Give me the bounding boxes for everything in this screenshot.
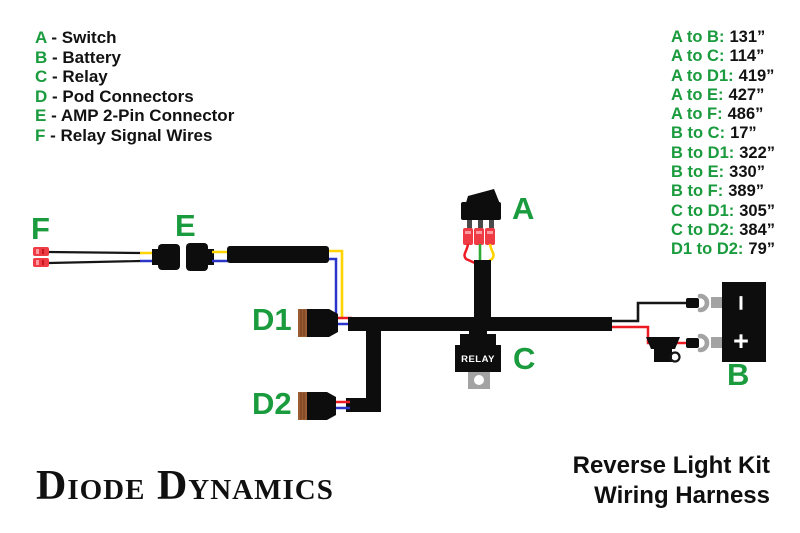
legend-label: Battery xyxy=(62,47,121,67)
legend-label: Pod Connectors xyxy=(62,86,194,106)
kit-title-line1: Reverse Light Kit xyxy=(572,452,770,479)
relay-icon: RELAY xyxy=(455,328,501,389)
pod-connector-d2-icon xyxy=(298,392,350,420)
measurement-value: 17” xyxy=(730,124,757,143)
measurement-value: 419” xyxy=(738,66,775,85)
measurement-value: 427” xyxy=(728,85,765,104)
label-switch: A xyxy=(512,191,535,226)
legend-key: B xyxy=(35,47,48,67)
measurement-label: C to D1: xyxy=(671,201,735,220)
measurement-item: A to F:486” xyxy=(671,105,775,124)
measurement-value: 79” xyxy=(748,240,776,259)
measurement-item: B to F:389” xyxy=(671,182,775,201)
kit-title-line2: Wiring Harness xyxy=(594,482,770,509)
relay-label-text: RELAY xyxy=(461,354,495,365)
battery-icon: − + xyxy=(722,282,766,362)
measurement-label: A to E: xyxy=(671,85,724,104)
measurement-value: 330” xyxy=(729,163,765,182)
legend-separator: - xyxy=(46,28,62,47)
measurement-value: 114” xyxy=(729,47,765,66)
legend-label: Relay Signal Wires xyxy=(60,125,213,145)
legend-item: E - AMP 2-Pin Connector xyxy=(35,106,234,126)
legend-separator: - xyxy=(47,67,63,87)
battery-negative-symbol: − xyxy=(726,295,756,311)
measurement-value: 131” xyxy=(729,28,766,46)
measurement-label: C to D2: xyxy=(671,220,735,239)
label-relay: C xyxy=(513,341,536,376)
measurement-label: A to B: xyxy=(671,28,725,46)
legend-separator: - xyxy=(46,106,61,126)
legend-key: C xyxy=(35,67,48,87)
measurement-label: A to F: xyxy=(671,105,723,124)
switch-cable xyxy=(474,260,491,331)
legend-item: C - Relay xyxy=(35,67,234,87)
measurement-value: 486” xyxy=(727,105,764,124)
legend-label: AMP 2-Pin Connector xyxy=(60,106,235,126)
legend-label: Relay xyxy=(62,67,108,87)
rocker-switch-icon xyxy=(461,189,501,265)
measurement-item: A to B:131” xyxy=(671,28,775,47)
legend: A - Switch B - Battery C - Relay D - Pod… xyxy=(35,28,234,146)
legend-item: B - Battery xyxy=(35,48,234,68)
measurement-label: B to F: xyxy=(671,182,724,201)
legend-separator: - xyxy=(47,86,63,106)
measurement-value: 305” xyxy=(739,201,776,220)
pod-connector-d1-icon xyxy=(298,309,352,337)
signal-cable xyxy=(227,246,329,263)
measurements-list: A to B:131” A to C:114” A to D1:419” A t… xyxy=(671,28,775,260)
measurement-item: A to E:427” xyxy=(671,86,775,105)
label-pod-connector-1: D1 xyxy=(252,302,292,337)
legend-key: E xyxy=(35,106,47,126)
legend-separator: - xyxy=(45,125,61,145)
relay-signal-wires-terminals-icon xyxy=(33,247,142,267)
label-amp-connector: E xyxy=(175,208,196,243)
brand-logo: Diode Dynamics xyxy=(36,463,334,509)
measurement-label: A to D1: xyxy=(671,66,734,85)
kit-title: Reverse Light Kit Wiring Harness xyxy=(573,451,770,511)
legend-item: F - Relay Signal Wires xyxy=(35,126,234,146)
measurement-item: A to D1:419” xyxy=(671,67,775,86)
legend-label: Switch xyxy=(61,28,117,47)
measurement-item: B to C:17” xyxy=(671,124,775,143)
label-battery: B xyxy=(727,357,750,392)
measurement-item: C to D2:384” xyxy=(671,221,775,240)
amp-2pin-connector-icon xyxy=(140,243,229,271)
legend-key: D xyxy=(35,86,48,106)
legend-item: D - Pod Connectors xyxy=(35,87,234,107)
measurement-item: B to D1:322” xyxy=(671,144,775,163)
measurement-item: C to D1:305” xyxy=(671,202,775,221)
measurement-item: D1 to D2:79” xyxy=(671,240,775,259)
measurement-label: B to C: xyxy=(671,124,726,143)
measurement-value: 389” xyxy=(728,182,765,201)
measurement-label: B to D1: xyxy=(671,143,735,162)
legend-key: A xyxy=(35,28,47,47)
fuse-holder-icon xyxy=(646,337,681,363)
battery-positive-symbol: + xyxy=(733,326,749,356)
pod-connector-d2-branch xyxy=(346,329,381,412)
legend-item: A - Switch xyxy=(35,28,234,48)
measurement-value: 322” xyxy=(739,143,776,162)
legend-separator: - xyxy=(47,47,63,67)
measurement-label: A to C: xyxy=(671,47,725,66)
measurement-label: D1 to D2: xyxy=(671,240,744,259)
measurement-value: 384” xyxy=(739,220,776,239)
measurement-label: B to E: xyxy=(671,163,725,182)
legend-key: F xyxy=(35,125,46,145)
measurement-item: A to C:114” xyxy=(671,47,775,66)
battery-terminal-forks xyxy=(686,293,722,353)
measurement-item: B to E:330” xyxy=(671,163,775,182)
label-pod-connector-2: D2 xyxy=(252,386,292,421)
label-relay-signal-wires: F xyxy=(31,211,50,246)
signal-drop-wires xyxy=(329,249,344,319)
